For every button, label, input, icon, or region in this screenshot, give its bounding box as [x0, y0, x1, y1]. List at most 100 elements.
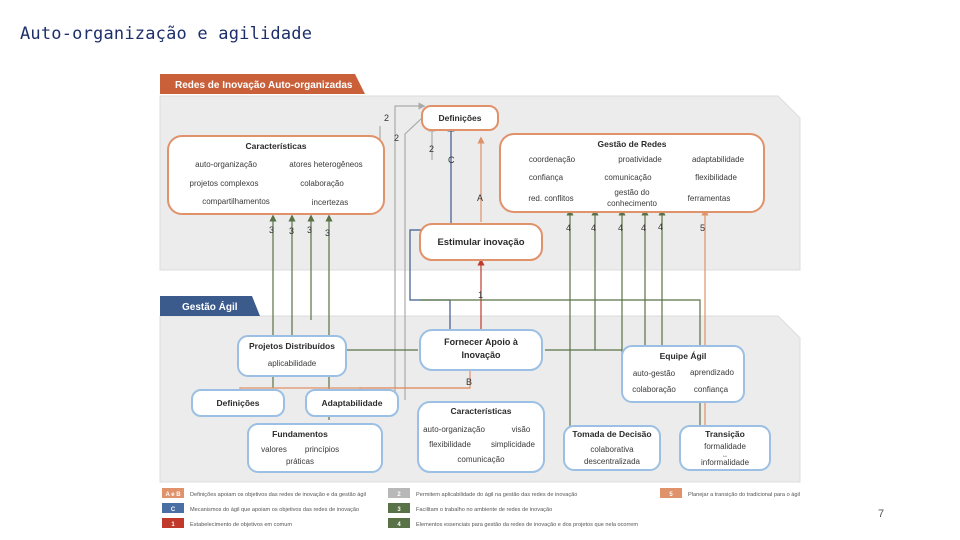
legend: A e B Definições apoiam os objetivos das… [162, 488, 800, 528]
svg-text:projetos complexos: projetos complexos [190, 179, 259, 188]
box-caracteristicas-bottom: Características auto-organização visão f… [417, 401, 545, 473]
svg-text:práticas: práticas [286, 457, 314, 466]
box-tomada-decisao: Tomada de Decisão colaborativa descentra… [563, 425, 661, 471]
svg-text:3: 3 [397, 507, 401, 513]
svg-text:colaboração: colaboração [300, 179, 344, 188]
legend-item-3: 3 Facilitam o trabalho no ambiente de re… [388, 503, 552, 513]
legend-item-5: 5 Planejar a transição do tradicional pa… [660, 488, 800, 498]
svg-text:aplicabilidade: aplicabilidade [268, 359, 317, 368]
svg-text:3: 3 [269, 225, 274, 235]
svg-text:auto-organização: auto-organização [423, 425, 485, 434]
svg-text:Fundamentos: Fundamentos [272, 429, 328, 439]
gestao-conhecimento-line2: conhecimento [607, 199, 657, 208]
svg-text:flexibilidade: flexibilidade [695, 173, 737, 182]
svg-text:C: C [171, 507, 176, 513]
box-equipe-agil: Equipe Ágil auto-gestão aprendizado cola… [621, 345, 745, 403]
svg-text:Tomada de Decisão: Tomada de Decisão [572, 429, 651, 439]
svg-text:comunicação: comunicação [604, 173, 652, 182]
svg-text:confiança: confiança [529, 173, 564, 182]
svg-text:confiança: confiança [694, 385, 729, 394]
page-title: Auto-organização e agilidade [20, 24, 313, 44]
svg-text:Definições apoiam os objetivos: Definições apoiam os objetivos das redes… [190, 492, 366, 498]
svg-text:atores heterogêneos: atores heterogêneos [289, 160, 362, 169]
box-fornecer-apoio: Fornecer Apoio à Inovação [419, 329, 543, 371]
svg-text:descentralizada: descentralizada [584, 457, 641, 466]
svg-text:colaboração: colaboração [632, 385, 676, 394]
svg-text:4: 4 [618, 223, 623, 233]
svg-text:2: 2 [397, 492, 401, 498]
svg-text:Características: Características [246, 141, 307, 151]
svg-text:auto-gestão: auto-gestão [633, 369, 676, 378]
svg-text:auto-organização: auto-organização [195, 160, 257, 169]
bottom-panel-header: Gestão Ágil [182, 300, 238, 313]
svg-text:ferramentas: ferramentas [688, 194, 731, 203]
svg-text:Facilitam o trabalho no ambien: Facilitam o trabalho no ambiente de rede… [416, 507, 552, 513]
box-transicao: Transição formalidade ↔ informalidade [679, 425, 771, 471]
box-estimular-inovacao: Estimular inovação [419, 223, 543, 261]
connector-labels: 2 2 2 C A 1 B 3 3 3 3 4 4 4 4 4 5 [269, 113, 705, 387]
svg-text:Permitem aplicabilidade do ági: Permitem aplicabilidade do ágil na gestã… [416, 492, 577, 498]
svg-text:A e B: A e B [165, 492, 181, 498]
legend-item-ab: A e B Definições apoiam os objetivos das… [162, 488, 366, 498]
box-caracteristicas-top: Características auto-organização atores … [167, 135, 385, 215]
legend-item-c: C Mecanismos do ágil que apoiam os objet… [162, 503, 359, 513]
box-fundamentos: Fundamentos valores princípios práticas [247, 423, 383, 473]
box-gestao-redes: Gestão de Redes coordenação proatividade… [499, 133, 765, 213]
svg-text:formalidade: formalidade [704, 442, 746, 451]
svg-text:aprendizado: aprendizado [690, 368, 735, 377]
svg-text:B: B [466, 377, 472, 387]
svg-text:Definições: Definições [439, 113, 482, 123]
svg-text:4: 4 [591, 223, 596, 233]
svg-text:Características: Características [451, 406, 512, 416]
svg-text:Estabelecimento de objetivos e: Estabelecimento de objetivos em comum [190, 522, 292, 528]
svg-text:4: 4 [641, 223, 646, 233]
svg-text:4: 4 [658, 222, 663, 232]
svg-text:Planejar a transição do tradic: Planejar a transição do tradicional para… [688, 492, 800, 498]
svg-text:A: A [477, 193, 483, 203]
svg-text:flexibilidade: flexibilidade [429, 440, 471, 449]
svg-text:valores: valores [261, 445, 287, 454]
legend-item-1: 1 Estabelecimento de objetivos em comum [162, 518, 292, 528]
svg-text:Elementos essenciais para gest: Elementos essenciais para gestão da rede… [416, 522, 638, 528]
svg-text:proatividade: proatividade [618, 155, 662, 164]
svg-text:Mecanismos do ágil que apoiam: Mecanismos do ágil que apoiam os objetiv… [190, 507, 359, 513]
svg-text:red. conflitos: red. conflitos [528, 194, 573, 203]
svg-text:Equipe Ágil: Equipe Ágil [660, 351, 707, 361]
svg-text:2: 2 [429, 144, 434, 154]
box-definicoes-top: Definições [421, 105, 499, 131]
gestao-conhecimento-line1: gestão do [614, 188, 650, 197]
svg-text:4: 4 [397, 522, 401, 528]
svg-text:5: 5 [700, 223, 705, 233]
svg-text:princípios: princípios [305, 445, 339, 454]
svg-text:C: C [448, 155, 455, 165]
box-projetos-distribuidos: Projetos Distribuídos aplicabilidade [237, 335, 347, 377]
svg-text:3: 3 [307, 225, 312, 235]
svg-text:1: 1 [478, 290, 483, 300]
box-definicoes-bottom: Definições [191, 389, 285, 417]
svg-text:informalidade: informalidade [701, 458, 750, 467]
svg-text:visão: visão [512, 425, 531, 434]
svg-text:coordenação: coordenação [529, 155, 576, 164]
svg-text:Transição: Transição [705, 429, 745, 439]
svg-text:Estimular inovação: Estimular inovação [437, 237, 524, 248]
legend-item-4: 4 Elementos essenciais para gestão da re… [388, 518, 638, 528]
svg-text:colaborativa: colaborativa [590, 445, 634, 454]
svg-text:Projetos Distribuídos: Projetos Distribuídos [249, 341, 335, 351]
svg-text:2: 2 [394, 133, 399, 143]
svg-text:comunicação: comunicação [457, 455, 505, 464]
svg-text:simplicidade: simplicidade [491, 440, 536, 449]
svg-text:4: 4 [566, 223, 571, 233]
svg-text:incertezas: incertezas [312, 198, 348, 207]
fornecer-line2: Inovação [461, 350, 501, 360]
svg-text:3: 3 [325, 228, 330, 238]
svg-text:3: 3 [289, 226, 294, 236]
svg-text:2: 2 [384, 113, 389, 123]
box-adaptabilidade: Adaptabilidade [305, 389, 399, 417]
svg-text:1: 1 [171, 522, 175, 528]
top-panel-header: Redes de Inovação Auto-organizadas [175, 80, 353, 91]
svg-text:Definições: Definições [217, 398, 260, 408]
page-number: 7 [878, 508, 885, 520]
legend-item-2: 2 Permitem aplicabilidade do ágil na ges… [388, 488, 577, 498]
svg-text:Adaptabilidade: Adaptabilidade [322, 398, 383, 408]
